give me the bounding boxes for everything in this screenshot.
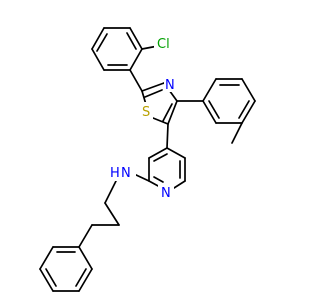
bond: [241, 78, 256, 102]
sulfur-atom: S: [139, 102, 153, 120]
bond-double: [126, 32, 137, 50]
amine-nh-atom: H N: [110, 164, 136, 181]
bond-double: [153, 153, 168, 162]
bond-methyl: [231, 122, 243, 144]
bond: [129, 69, 143, 92]
bond: [104, 202, 120, 226]
bond-double: [144, 89, 163, 98]
bond: [173, 180, 186, 189]
chemical-structure: Cl N S N H N: [39, 27, 256, 292]
thiazole-nitrogen-label: N: [165, 78, 175, 93]
bond-double: [238, 100, 250, 119]
bond: [141, 82, 165, 92]
bond: [202, 100, 217, 124]
bond: [148, 147, 168, 159]
bond: [167, 100, 178, 125]
sulfur-label: S: [142, 105, 150, 120]
bond: [166, 123, 169, 149]
bond: [166, 147, 186, 159]
pyridine-nitrogen-atom: N: [158, 184, 174, 201]
bonds: [39, 27, 256, 292]
bond: [91, 48, 105, 71]
bond-double: [208, 100, 220, 119]
thiazole-nitrogen-atom: N: [164, 76, 176, 93]
amine-hydrogen-label: H: [110, 166, 120, 181]
bond-double: [45, 268, 57, 287]
bond: [39, 246, 54, 270]
bond-double: [96, 33, 108, 52]
bond-double: [153, 176, 164, 183]
structure-canvas: Cl N S N H N: [39, 27, 256, 292]
atom-labels: Cl N S N H N: [110, 34, 180, 201]
bond: [39, 268, 54, 292]
bond: [202, 78, 217, 102]
chlorine-atom: Cl: [154, 34, 180, 52]
bond: [78, 246, 93, 270]
bond: [129, 27, 143, 50]
pyridine-nitrogen-label: N: [161, 186, 171, 201]
bond: [78, 224, 93, 248]
chlorine-label: Cl: [157, 37, 170, 52]
bond: [152, 117, 169, 125]
bond: [91, 27, 105, 50]
bond-double: [75, 268, 87, 287]
bond: [241, 100, 256, 124]
amine-nitrogen-label: N: [121, 166, 131, 181]
bond-double: [162, 103, 173, 122]
bond: [78, 268, 93, 292]
bond: [129, 48, 143, 71]
bond: [104, 180, 117, 204]
bond: [133, 173, 150, 182]
